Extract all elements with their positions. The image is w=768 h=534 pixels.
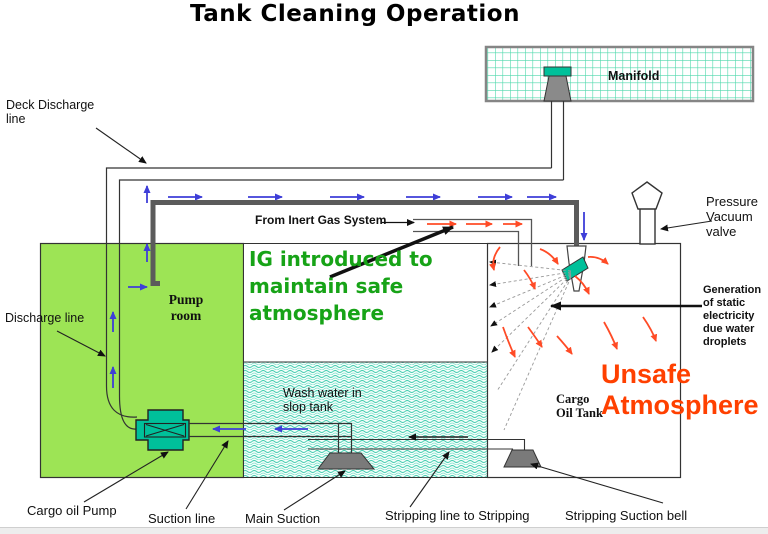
label-ig-note: IG introduced to maintain safe atmospher… bbox=[249, 247, 433, 325]
label-cargo-oil-tank: Cargo Oil Tank bbox=[556, 392, 603, 421]
label-cargo-oil-pump: Cargo oil Pump bbox=[27, 503, 117, 518]
label-pv-valve: Pressure Vacuum valve bbox=[706, 194, 759, 239]
ship-hull bbox=[39, 242, 682, 479]
cargo-tank-area bbox=[486, 242, 682, 479]
leader-lines bbox=[56, 127, 713, 511]
label-suction-line: Suction line bbox=[148, 511, 216, 526]
label-stripping-suction-bell: Stripping Suction bell bbox=[565, 508, 688, 523]
deck-discharge-pipe bbox=[105, 101, 565, 430]
label-pump-room: Pump room bbox=[168, 292, 204, 323]
label-generation-static: Generation of static electricity due wat… bbox=[703, 284, 762, 348]
main-suction-bell-icon bbox=[317, 452, 376, 470]
pump-room-area bbox=[39, 242, 245, 479]
label-deck-discharge-line: Deck Discharge line bbox=[6, 98, 95, 127]
washing-machine-icon bbox=[561, 245, 589, 292]
pv-valve-icon bbox=[631, 181, 663, 245]
static-arrows-red bbox=[489, 246, 658, 358]
label-wash-water: Wash water in slop tank bbox=[283, 386, 362, 415]
label-discharge-line: Discharge line bbox=[5, 311, 85, 325]
manifold-icon bbox=[484, 45, 755, 103]
label-stripping-line: Stripping line to Stripping bbox=[385, 508, 530, 523]
label-main-suction: Main Suction bbox=[245, 511, 321, 526]
slide-edge-bar bbox=[0, 527, 768, 534]
label-manifold: Manifold bbox=[608, 69, 660, 83]
page-title: Tank Cleaning Operation bbox=[190, 1, 520, 27]
suction-line-pipe bbox=[189, 422, 353, 453]
flow-arrows-blue bbox=[109, 185, 588, 433]
wash-water-pipe bbox=[150, 200, 579, 286]
label-from-inert-gas: From Inert Gas System bbox=[255, 213, 387, 227]
label-unsafe-atmosphere: Unsafe Atmosphere bbox=[601, 359, 759, 420]
annotation-arrows bbox=[329, 219, 702, 311]
cargo-pump-icon bbox=[135, 409, 190, 451]
ig-note-arrow bbox=[329, 225, 454, 279]
